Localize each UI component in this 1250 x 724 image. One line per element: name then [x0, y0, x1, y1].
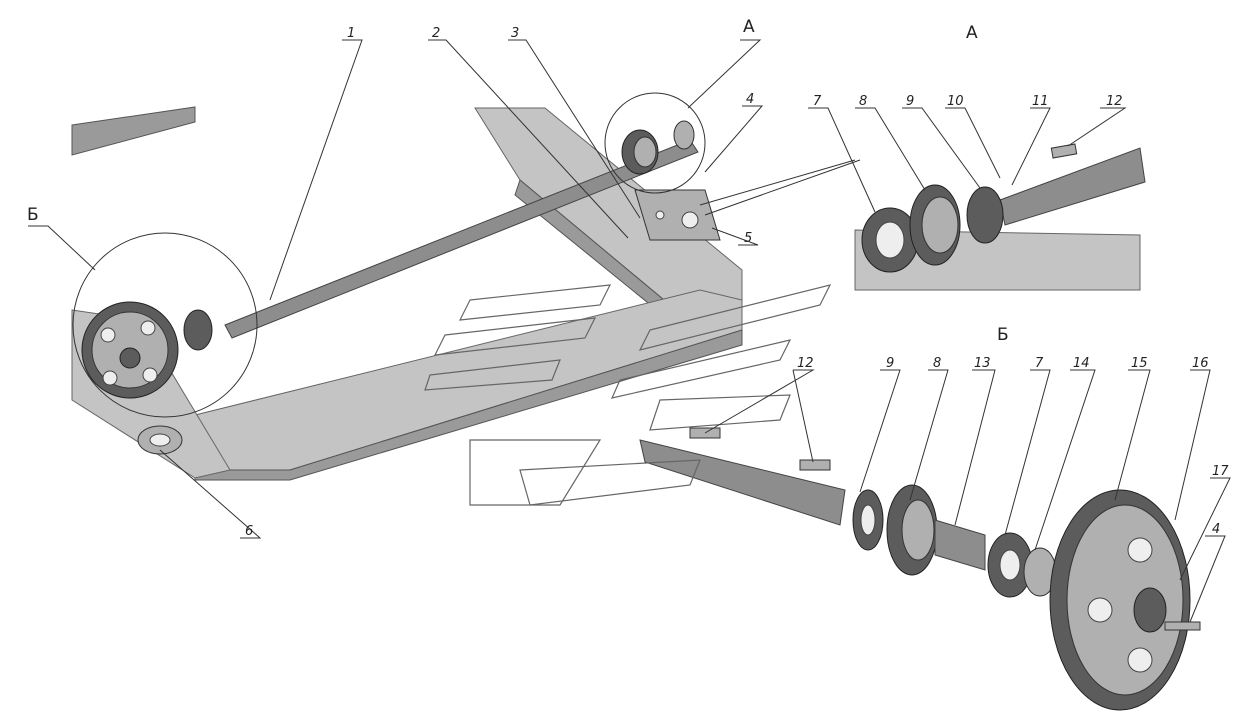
view-b-label-main: Б — [27, 205, 39, 225]
callout-7-a: 7 — [813, 94, 822, 109]
callout-5: 5 — [744, 231, 752, 246]
callout-13: 13 — [974, 356, 991, 371]
callout-3: 3 — [511, 26, 519, 41]
callout-14: 14 — [1073, 356, 1090, 371]
callout-8-a: 8 — [859, 94, 867, 109]
callout-7-b: 7 — [1035, 356, 1044, 371]
watermark-logo — [424, 284, 832, 506]
callout-4-b: 4 — [1212, 522, 1220, 537]
detail-b-view — [639, 427, 1201, 711]
callout-9-b: 9 — [886, 356, 894, 371]
sprocket-a-main — [621, 120, 695, 175]
callout-2: 2 — [432, 26, 440, 41]
callout-4-main: 4 — [746, 92, 754, 107]
view-b-label-detail: Б — [997, 325, 1009, 345]
detail-a-view — [854, 143, 1146, 291]
callout-12-b: 12 — [797, 356, 814, 371]
callout-15: 15 — [1131, 356, 1148, 371]
sprocket-b-main — [81, 301, 213, 455]
callout-16: 16 — [1192, 356, 1209, 371]
callout-17: 17 — [1212, 464, 1229, 479]
detail-circle-b — [72, 232, 258, 418]
view-a-label-detail: А — [966, 23, 978, 43]
drive-shaft — [224, 139, 699, 339]
callout-11: 11 — [1032, 94, 1049, 109]
leader-lines — [28, 39, 1231, 623]
view-labels: А А Б Б — [27, 17, 1009, 345]
detail-circle-a — [604, 92, 706, 194]
frame-assembly — [71, 106, 743, 481]
callout-8-b: 8 — [933, 356, 941, 371]
callout-6: 6 — [245, 524, 253, 539]
callout-1: 1 — [347, 26, 355, 41]
callout-12-a: 12 — [1106, 94, 1123, 109]
callout-9-a: 9 — [906, 94, 914, 109]
callout-numbers: 1 2 3 4 5 6 7 8 9 10 11 12 12 9 8 13 7 1… — [245, 26, 1229, 539]
view-a-label-main: А — [743, 17, 755, 37]
callout-10: 10 — [947, 94, 964, 109]
